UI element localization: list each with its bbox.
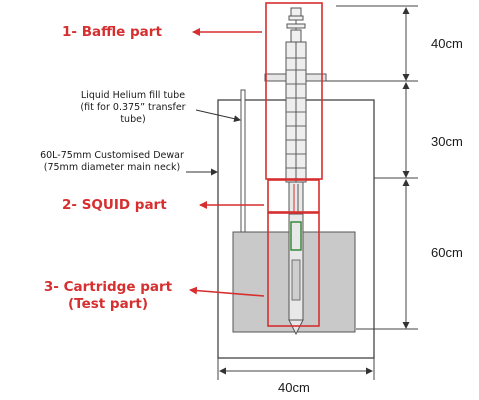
cartridge-tip	[288, 319, 304, 336]
dimension-top-label: 40cm	[431, 36, 463, 51]
dimension-middle-label: 30cm	[431, 134, 463, 149]
dewar-label: 60L-75mm Customised Dewar (75mm diameter…	[34, 150, 190, 174]
cartridge-arrow	[189, 286, 265, 297]
top-connector	[286, 7, 306, 43]
cartridge-part-label: 3- Cartridge part (Test part)	[28, 279, 188, 313]
baffle-part-box	[265, 2, 323, 180]
dimension-width-label: 40cm	[278, 380, 310, 395]
squid-part-label: 2- SQUID part	[62, 197, 167, 213]
fill-tube-label-line-2: (fit for 0.375” transfer	[80, 102, 186, 113]
fill-tube-label: Liquid Helium fill tube (fit for 0.375” …	[58, 90, 208, 126]
dimension-bottom-label: 60cm	[431, 245, 463, 260]
cartridge-part-label-line-2: (Test part)	[68, 296, 148, 312]
fill-tube-label-line-1: Liquid Helium fill tube	[80, 90, 186, 101]
dewar-label-line-2: (75mm diameter main neck)	[43, 162, 181, 173]
baffle-part-label: 1- Baffle part	[62, 24, 162, 40]
fill-tube	[240, 89, 246, 233]
fill-tube-label-line-3: tube)	[120, 114, 146, 125]
cartridge-part-label-line-1: 3- Cartridge part	[43, 279, 173, 295]
width-dimension	[217, 358, 375, 380]
height-dimension	[326, 5, 418, 330]
cartridge-part-box	[267, 212, 320, 327]
squid-body	[288, 181, 304, 215]
fill-tube-arrow	[195, 109, 241, 123]
dewar-label-line-1: 60L-75mm Customised Dewar	[40, 150, 184, 161]
squid-part-box	[267, 179, 320, 213]
cartridge-coil	[290, 221, 302, 251]
